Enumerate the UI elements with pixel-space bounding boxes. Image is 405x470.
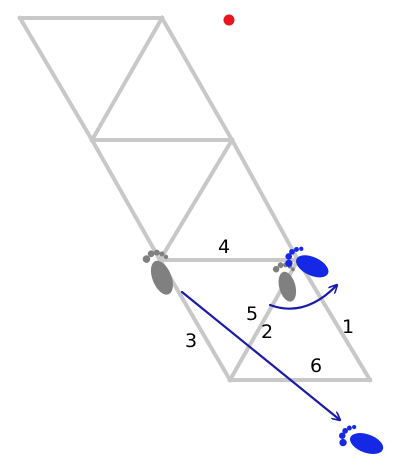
straight-arrow	[180, 290, 340, 420]
edge-label-3: 3	[185, 330, 197, 352]
grid-edge	[295, 257, 373, 383]
red-dot-icon	[223, 14, 235, 26]
grid-edge	[17, 15, 95, 143]
edge-label-1: 1	[342, 316, 354, 338]
edge-label-2: 2	[261, 321, 273, 343]
grid-edge	[89, 137, 163, 263]
grid-edge	[89, 15, 165, 143]
curved-arrow	[268, 285, 337, 310]
edge-label-4: 4	[218, 236, 230, 258]
edge-label-6: 6	[310, 355, 322, 377]
edge-label-5: 5	[246, 303, 258, 325]
grid-edge	[157, 137, 235, 263]
grid-lines	[17, 15, 373, 383]
gray-footprint-icon	[140, 245, 182, 299]
grid-edge	[159, 15, 235, 143]
grid-edge	[229, 137, 301, 263]
blue-footprint-icon	[335, 421, 388, 460]
